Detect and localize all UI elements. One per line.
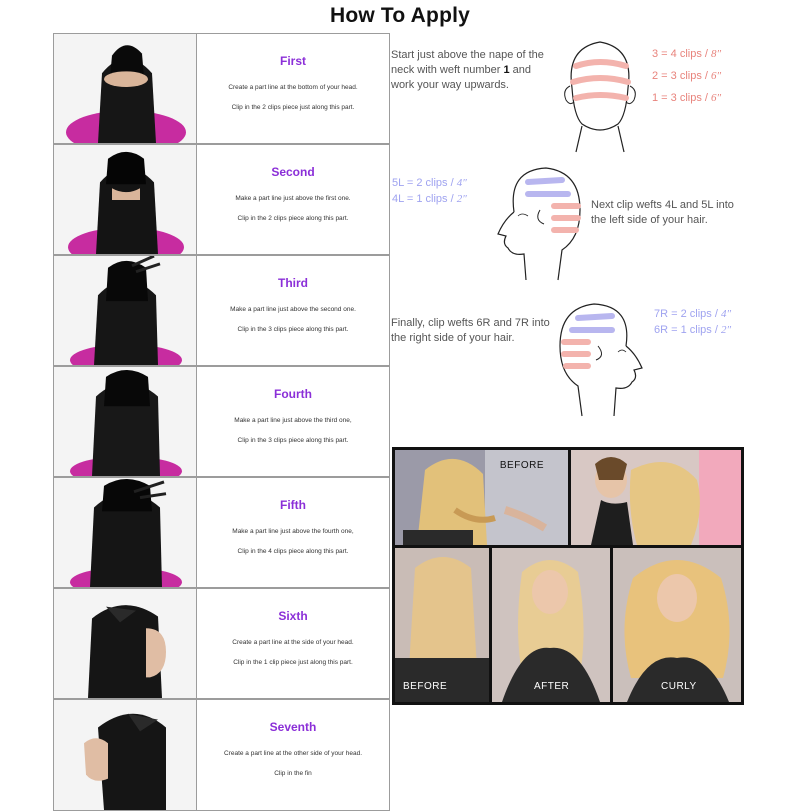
step-instruction: Create a part line at the other side of … [223, 750, 363, 757]
steps-table: First Create a part line at the bottom o… [53, 33, 390, 811]
step-photo [54, 700, 197, 810]
step-instruction: Clip in the 2 clips piece just along thi… [231, 104, 355, 111]
step-instruction: Make a part line just above the second o… [230, 306, 356, 313]
diagram-right-note: Finally, clip wefts 6R and 7R into the r… [391, 317, 550, 344]
back-head-diagram [564, 41, 636, 153]
step-row-second: Second Make a part line just above the f… [53, 144, 390, 255]
step-row-third: Third Make a part line just above the se… [53, 255, 390, 366]
step-photo [54, 34, 197, 143]
weft-label-3: 3 = 4 clips / 8″ [652, 48, 722, 60]
step-photo [54, 145, 197, 254]
step-instruction: Clip in the 4 clips piece along this par… [237, 548, 349, 555]
step-row-seventh: Seventh Create a part line at the other … [53, 699, 390, 811]
step-title: Fifth [280, 498, 306, 512]
step-instruction: Make a part line just above the fourth o… [232, 528, 354, 535]
step-instruction: Make a part line just above the first on… [235, 195, 351, 202]
caption-after: AFTER [534, 681, 570, 692]
page-title: How To Apply [329, 4, 471, 27]
photo-after-top [571, 450, 741, 545]
caption-curly: CURLY [661, 681, 697, 692]
weft-label-6R: 6R = 1 clips / 2″ [654, 324, 732, 336]
weft-label-2: 2 = 3 clips / 6″ [652, 70, 722, 82]
step-instruction: Clip in the 2 clips piece along this par… [237, 215, 349, 222]
step-photo [54, 367, 197, 476]
step-title: Sixth [278, 609, 308, 623]
weft-label-4L: 4L = 1 clips / 2″ [392, 193, 467, 205]
right-side-head-diagram [559, 303, 643, 417]
step-instruction: Create a part line at the side of your h… [232, 639, 354, 646]
left-side-head-diagram [497, 167, 581, 281]
step-photo [54, 256, 197, 365]
step-row-first: First Create a part line at the bottom o… [53, 33, 390, 144]
photo-after: AFTER [492, 548, 610, 702]
step-photo [54, 589, 197, 698]
weft-label-5L: 5L = 2 clips / 4″ [392, 177, 467, 189]
step-row-fourth: Fourth Make a part line just above the t… [53, 366, 390, 477]
step-instruction: Create a part line at the bottom of your… [228, 84, 358, 91]
step-instruction: Clip in the 3 clips piece along this par… [237, 437, 349, 444]
step-title: Second [271, 165, 315, 179]
weft-number: 1 [503, 64, 510, 76]
step-photo [54, 478, 197, 587]
caption-before: BEFORE [499, 460, 544, 471]
step-title: Third [278, 276, 308, 290]
step-instruction: Make a part line just above the third on… [234, 417, 352, 424]
photo-before-top: BEFORE [395, 450, 568, 545]
diagram-back-note: Start just above the nape of the neck wi… [391, 49, 544, 91]
step-row-fifth: Fifth Make a part line just above the fo… [53, 477, 390, 588]
step-instruction: Clip in the 1 clip piece just along this… [233, 659, 353, 666]
step-instruction: Clip in the fin [274, 770, 312, 777]
weft-label-1: 1 = 3 clips / 6″ [652, 92, 722, 104]
step-row-sixth: Sixth Create a part line at the side of … [53, 588, 390, 699]
diagram-left-note: Next clip wefts 4L and 5L into the left … [591, 199, 734, 226]
caption-before-bottom: BEFORE [403, 681, 448, 692]
step-title: Fourth [274, 387, 312, 401]
step-instruction: Clip in the 3 clips piece along this par… [237, 326, 349, 333]
photo-before-bottom: BEFORE [395, 548, 489, 702]
photo-curly: CURLY [613, 548, 741, 702]
step-title: First [279, 54, 306, 68]
step-title: Seventh [269, 720, 317, 734]
weft-label-7R: 7R = 2 clips / 4″ [654, 308, 732, 320]
results-photo-collage: BEFORE BEFORE AFTER [392, 447, 744, 705]
